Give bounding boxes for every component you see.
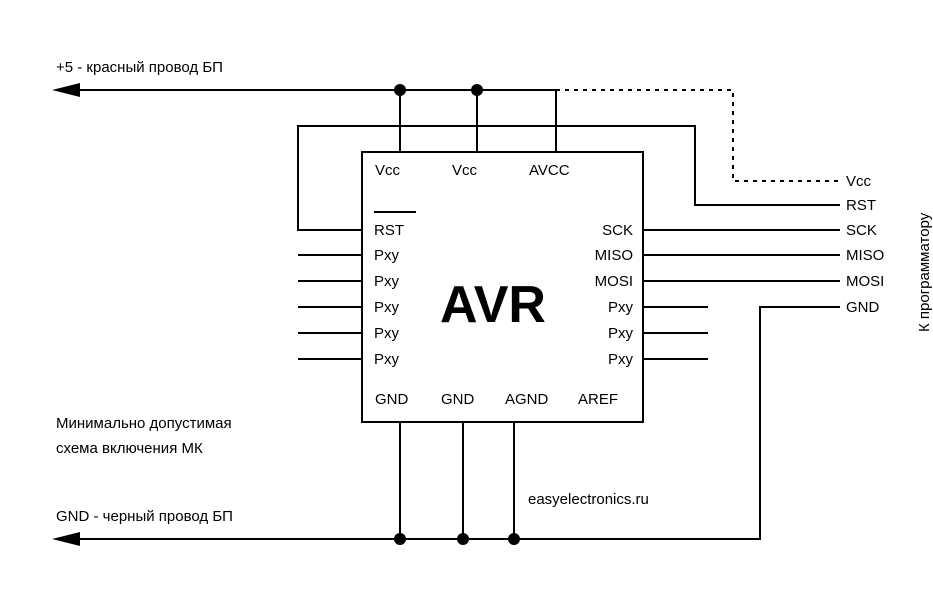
junction-dot — [457, 533, 469, 545]
pin-miso: MISO — [595, 247, 633, 264]
pin-mosi: MOSI — [595, 273, 633, 290]
left-pxy-wires — [298, 255, 362, 359]
prog-pin-vcc: Vcc — [846, 173, 872, 190]
gnd-arrow-icon — [52, 532, 80, 546]
pin-left-pxy-5: Pxy — [374, 351, 400, 368]
chip-title: AVR — [440, 276, 546, 334]
prog-pin-rst: RST — [846, 197, 876, 214]
note-line-1: Минимально допустимая — [56, 415, 232, 432]
junction-dot — [394, 84, 406, 96]
prog-pin-miso: MISO — [846, 247, 884, 264]
prog-pin-sck: SCK — [846, 222, 877, 239]
pin-right-pxy-2: Pxy — [608, 325, 634, 342]
note-line-2: схема включения МК — [56, 440, 203, 457]
pin-left-pxy-4: Pxy — [374, 325, 400, 342]
pin-right-pxy-1: Pxy — [608, 299, 634, 316]
pin-aref: AREF — [578, 391, 618, 408]
pin-agnd: AGND — [505, 391, 549, 408]
pin-gnd-2: GND — [441, 391, 475, 408]
pin-rst: RST — [374, 222, 404, 239]
junction-dot — [394, 533, 406, 545]
site-label: easyelectronics.ru — [528, 491, 649, 508]
plus5-rail — [52, 83, 556, 152]
pin-vcc-2: Vcc — [452, 162, 478, 179]
prog-pin-mosi: MOSI — [846, 273, 884, 290]
programmer-caption: К программатору — [916, 212, 933, 332]
junction-dot — [508, 533, 520, 545]
pin-left-pxy-3: Pxy — [374, 299, 400, 316]
pin-vcc-1: Vcc — [375, 162, 401, 179]
prog-pin-gnd: GND — [846, 299, 880, 316]
plus5-label: +5 - красный провод БП — [56, 59, 223, 76]
pin-avcc: AVCC — [529, 162, 570, 179]
pin-gnd-1: GND — [375, 391, 409, 408]
pin-left-pxy-1: Pxy — [374, 247, 400, 264]
pin-sck: SCK — [602, 222, 633, 239]
junction-dot — [471, 84, 483, 96]
right-pin-wires — [643, 230, 840, 359]
plus5-arrow-icon — [52, 83, 80, 97]
pin-left-pxy-2: Pxy — [374, 273, 400, 290]
gnd-label: GND - черный провод БП — [56, 508, 233, 525]
pin-right-pxy-3: Pxy — [608, 351, 634, 368]
